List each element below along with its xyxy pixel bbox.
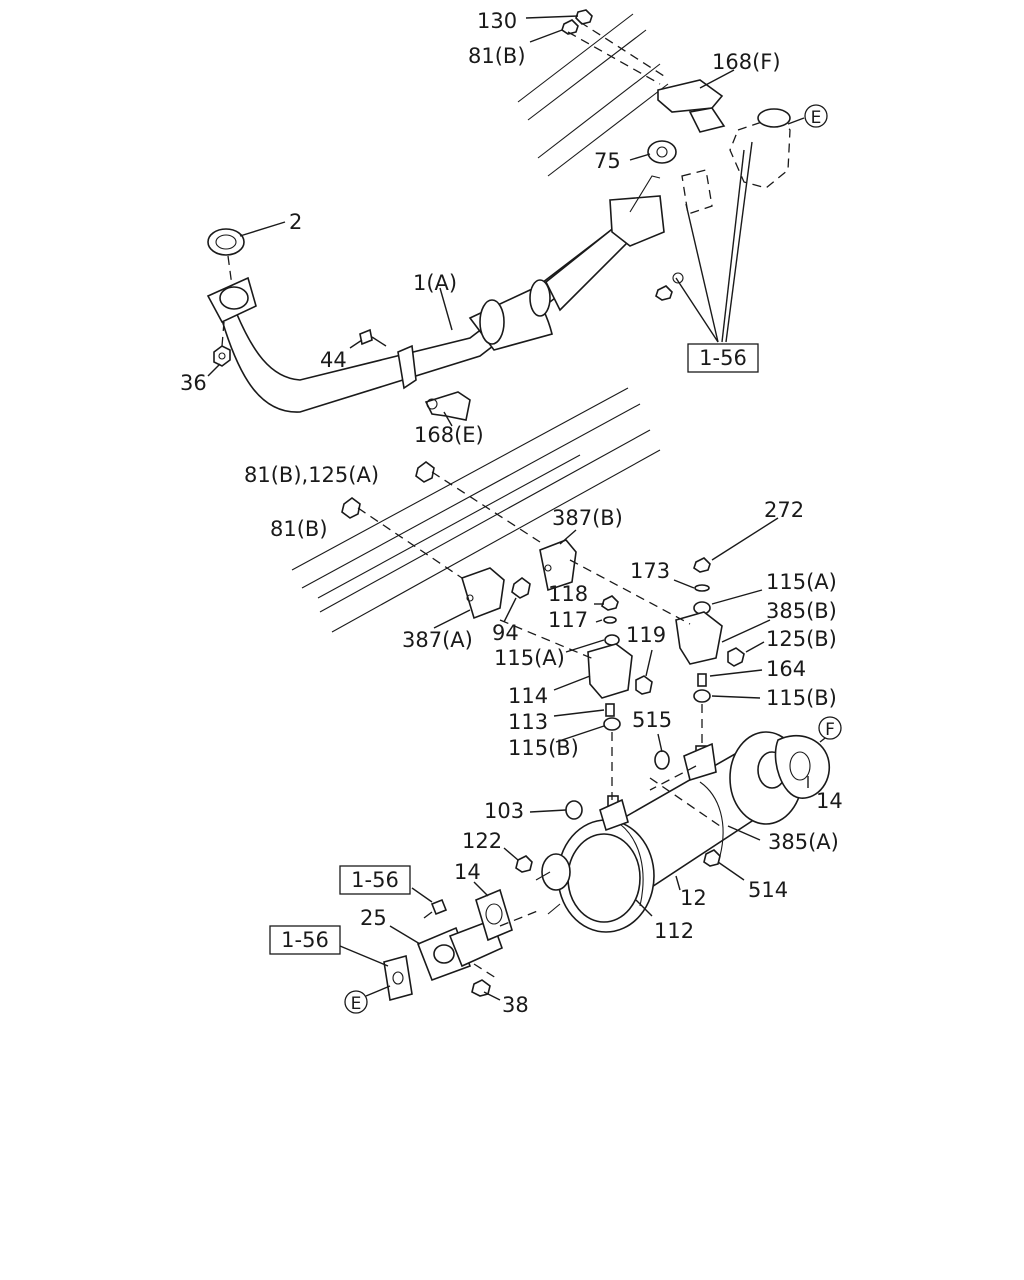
svg-text:E: E	[811, 108, 822, 128]
label-114: 114	[508, 684, 548, 708]
label-115a-right: 115(A)	[766, 570, 837, 594]
muffler-hanger-rods	[599, 742, 717, 832]
label-25: 25	[360, 906, 387, 930]
muffler-body	[541, 731, 803, 933]
label-130: 130	[477, 9, 517, 33]
label-75: 75	[594, 149, 621, 173]
label-117: 117	[548, 608, 588, 632]
label-81b-125a: 81(B),125(A)	[244, 463, 379, 487]
bracket-168f	[657, 79, 726, 133]
part-labels: 130 81(B) 168(F) 75 2 1(A) 44 36 168(E) …	[180, 9, 843, 1017]
label-44: 44	[320, 348, 347, 372]
label-14-right: 14	[816, 789, 843, 813]
stud-bolts	[535, 871, 561, 915]
label-12: 12	[680, 886, 707, 910]
upper-frame-rail	[517, 13, 669, 177]
gasket-e-bottom	[383, 954, 413, 1002]
lower-frame-rail	[291, 387, 661, 633]
label-112: 112	[654, 919, 694, 943]
callout-F-right: F	[818, 716, 842, 740]
svg-text:F: F	[825, 720, 835, 740]
nut-81b-125a	[415, 461, 435, 483]
bolt-44	[359, 328, 387, 347]
label-94: 94	[492, 621, 519, 645]
label-119: 119	[626, 623, 666, 647]
rubber-mount-75	[647, 140, 677, 164]
label-118: 118	[548, 582, 588, 606]
left-hanger-stack	[587, 595, 653, 731]
gasket-14-left	[475, 888, 513, 942]
nut-pair-front	[655, 272, 684, 301]
callout-E-top: E	[804, 104, 828, 128]
right-hanger-stack	[675, 557, 745, 703]
label-515: 515	[632, 708, 672, 732]
label-173: 173	[630, 559, 670, 583]
label-125b: 125(B)	[766, 627, 837, 651]
label-168e: 168(E)	[414, 423, 484, 447]
ref-label-1-56-low: 1-56	[281, 928, 329, 952]
label-387b: 387(B)	[552, 506, 623, 530]
label-2: 2	[289, 210, 302, 234]
label-385a: 385(A)	[768, 830, 839, 854]
gasket-ring	[207, 228, 245, 256]
label-36: 36	[180, 371, 207, 395]
label-387a: 387(A)	[402, 628, 473, 652]
label-81b-top: 81(B)	[468, 44, 526, 68]
front-exhaust-pipe	[221, 175, 665, 413]
label-115b-right: 115(B)	[766, 686, 837, 710]
ref-box-1-56-low[interactable]: 1-56	[269, 925, 341, 955]
nut-81b-mid	[341, 497, 361, 519]
ref-label-1-56-mid: 1-56	[351, 868, 399, 892]
svg-text:E: E	[351, 994, 362, 1014]
ref-label-1-56-top: 1-56	[699, 346, 747, 370]
label-103: 103	[484, 799, 524, 823]
bolt-130	[575, 9, 593, 25]
inlet-flange	[206, 276, 257, 324]
label-168f: 168(F)	[712, 50, 781, 74]
callout-E-bottom: E	[344, 990, 368, 1014]
plug-515	[654, 750, 670, 770]
nut-36	[213, 345, 231, 367]
leader-lines-upper	[207, 15, 805, 427]
label-122: 122	[462, 829, 502, 853]
label-14-left: 14	[454, 860, 481, 884]
label-164: 164	[766, 657, 806, 681]
bolt-top-tailpipe	[423, 898, 448, 919]
nut-81b-top	[561, 19, 579, 35]
bracket-168e	[397, 344, 471, 421]
hanger-bracket-387a	[461, 567, 505, 620]
label-38: 38	[502, 993, 529, 1017]
label-514: 514	[748, 878, 788, 902]
label-1a: 1(A)	[413, 271, 457, 295]
label-81b-mid: 81(B)	[270, 517, 328, 541]
bolt-94	[511, 577, 531, 599]
ref-box-1-56-top[interactable]: 1-56	[687, 343, 759, 373]
ref-box-1-56-mid[interactable]: 1-56	[339, 865, 411, 895]
label-385b: 385(B)	[766, 599, 837, 623]
grommet-103	[565, 800, 583, 820]
converter-ghost	[681, 108, 791, 215]
nut-514	[703, 849, 721, 867]
label-113: 113	[508, 710, 548, 734]
nut-122	[515, 855, 533, 873]
gasket-14-right	[774, 734, 831, 799]
label-115b-left: 115(B)	[508, 736, 579, 760]
label-115a-left: 115(A)	[494, 646, 565, 670]
label-272: 272	[764, 498, 804, 522]
